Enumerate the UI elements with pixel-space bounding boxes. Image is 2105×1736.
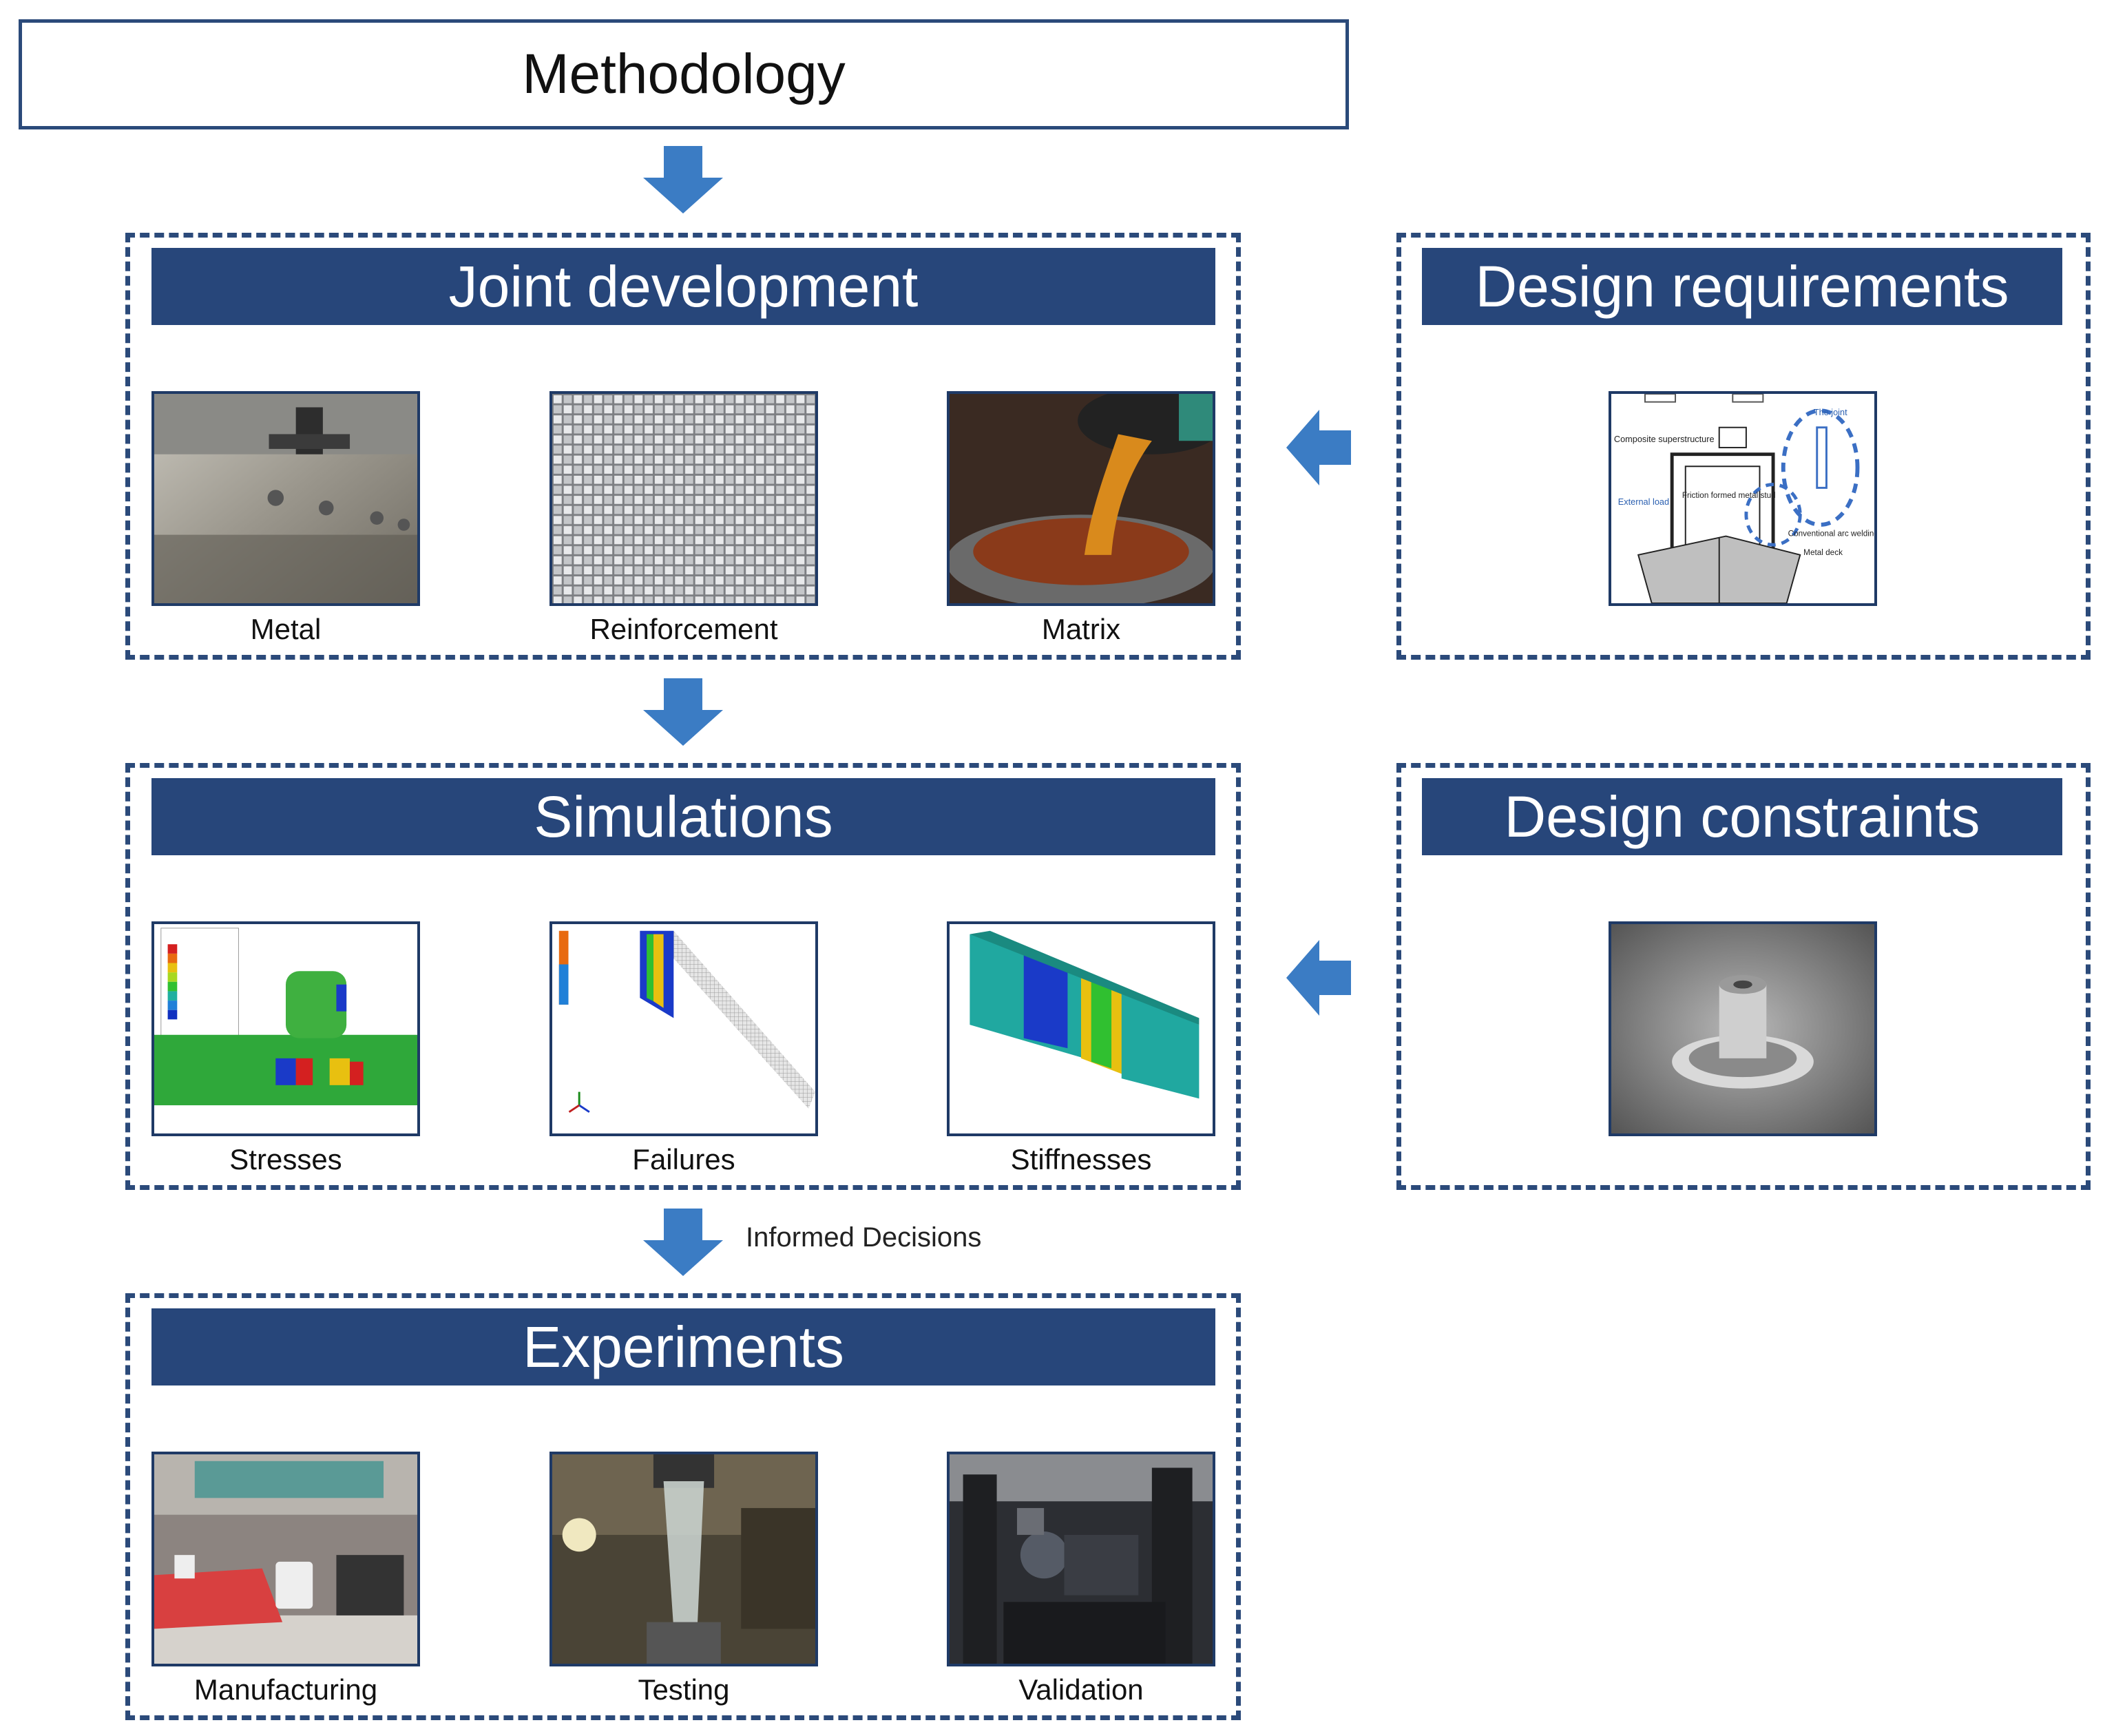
- stiffnesses-image: [947, 921, 1215, 1136]
- informed-decisions-label: Informed Decisions: [746, 1222, 982, 1253]
- joint-development-heading: Joint development: [151, 248, 1215, 325]
- reinforcement-label: Reinforcement: [589, 613, 778, 645]
- simulations-panel: [125, 763, 1241, 1190]
- metal-image: [151, 391, 420, 606]
- joint-development-panel: [125, 233, 1241, 660]
- design-requirements-panel: [1396, 233, 2091, 660]
- the-joint-label: The joint: [1814, 408, 1847, 417]
- down-arrow-icon: [643, 146, 723, 213]
- reinforcement-image: [549, 391, 818, 606]
- testing-image: [549, 1452, 818, 1666]
- validation-image: [947, 1452, 1215, 1666]
- matrix-label: Matrix: [1041, 613, 1121, 645]
- experiments-heading: Experiments: [151, 1308, 1215, 1385]
- matrix-image: [947, 391, 1215, 606]
- stiffnesses-label: Stiffnesses: [1010, 1143, 1152, 1175]
- failures-image: [549, 921, 818, 1136]
- design-constraints-heading: Design constraints: [1422, 778, 2062, 855]
- manufacturing-image: [151, 1452, 420, 1666]
- design-constraints-panel: [1396, 763, 2091, 1190]
- down-arrow-icon: [643, 678, 723, 746]
- testing-label: Testing: [638, 1673, 730, 1706]
- metal-label: Metal: [250, 613, 322, 645]
- methodology-title: Methodology: [19, 19, 1349, 129]
- failures-label: Failures: [632, 1143, 735, 1175]
- experiments-panel: [125, 1293, 1241, 1720]
- metal-deck-label: Metal deck: [1803, 548, 1843, 557]
- design-requirements-image: Composite superstructure External load T…: [1609, 391, 1877, 606]
- validation-label: Validation: [1018, 1673, 1144, 1706]
- design-constraints-image: [1609, 921, 1877, 1136]
- left-arrow-icon: [1286, 940, 1351, 1016]
- down-arrow-icon: [643, 1209, 723, 1276]
- simulations-heading: Simulations: [151, 778, 1215, 855]
- stresses-image: [151, 921, 420, 1136]
- arc-welding-label: Conventional arc welding: [1788, 530, 1874, 538]
- external-load-label: External load: [1618, 497, 1669, 507]
- composite-superstructure-label: Composite superstructure: [1614, 435, 1715, 444]
- left-arrow-icon: [1286, 410, 1351, 485]
- friction-stud-label: Friction formed metal stud: [1682, 491, 1776, 500]
- stresses-label: Stresses: [229, 1143, 342, 1175]
- design-requirements-heading: Design requirements: [1422, 248, 2062, 325]
- manufacturing-label: Manufacturing: [193, 1673, 378, 1706]
